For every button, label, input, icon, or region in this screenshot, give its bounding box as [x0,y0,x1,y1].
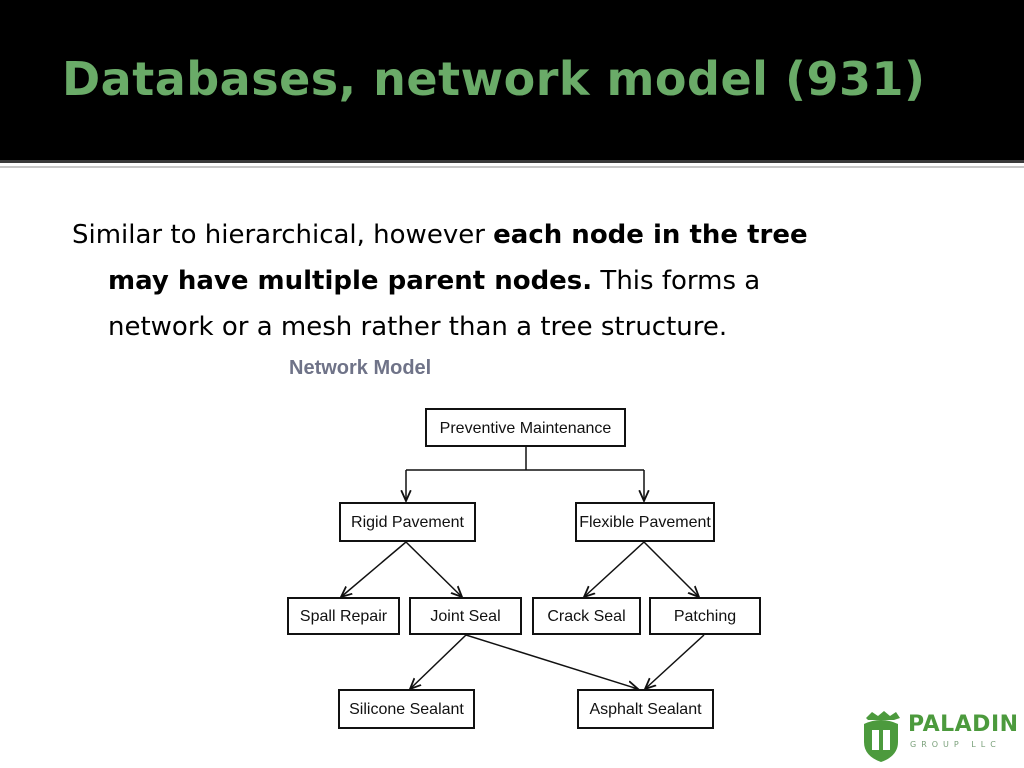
edge-rigid-to-joint [405,541,462,597]
node-silicone-sealant: Silicone Sealant [338,689,475,729]
body-line-1: Similar to hierarchical, however each no… [72,212,972,258]
slide-title: Databases, network model (931) [62,52,926,106]
edge-patching-to-asphalt [645,634,705,689]
helmet-icon [864,711,900,762]
paladin-logo: PALADIN GROUP LLC [856,706,1024,766]
edge-flexible-to-crack [584,541,645,597]
node-label: Asphalt Sealant [589,701,702,718]
body-line-3: network or a mesh rather than a tree str… [108,312,728,342]
node-joint-seal: Joint Seal [409,597,522,635]
body-paragraph: Similar to hierarchical, however each no… [72,212,972,350]
edge-joint-to-asphalt [465,634,638,689]
node-label: Preventive Maintenance [440,420,612,437]
logo-subtitle: GROUP LLC [910,740,1001,749]
node-label: Joint Seal [430,608,500,625]
edge-rigid-to-spall [341,541,407,597]
node-label: Silicone Sealant [349,701,464,718]
divider-dark [0,160,1024,163]
body-text-normal-2: This forms a [592,266,761,296]
node-asphalt-sealant: Asphalt Sealant [577,689,714,729]
node-preventive-maintenance: Preventive Maintenance [425,408,626,447]
node-label: Flexible Pavement [579,514,711,531]
body-text-bold-2: may have multiple parent nodes. [108,266,593,296]
node-spall-repair: Spall Repair [287,597,400,635]
body-text-bold-1: each node in the tree [493,220,808,250]
diagram-edges [341,446,705,689]
title-bar: Databases, network model (931) [0,0,1024,160]
node-label: Spall Repair [300,608,388,625]
edge-flexible-to-patching [643,541,699,597]
divider-light [0,166,1024,168]
node-label: Rigid Pavement [351,514,465,531]
edge-joint-to-silicone [410,634,467,689]
logo-name: PALADIN [908,712,1019,737]
body-text-normal-1: Similar to hierarchical, however [72,220,494,250]
node-label: Crack Seal [547,608,625,625]
node-patching: Patching [649,597,761,635]
diagram-caption: Network Model [289,357,432,379]
node-flexible-pavement: Flexible Pavement [575,502,715,542]
body-line-2: may have multiple parent nodes. This for… [72,258,972,304]
node-rigid-pavement: Rigid Pavement [339,502,476,542]
node-label: Patching [674,608,736,625]
node-crack-seal: Crack Seal [532,597,641,635]
